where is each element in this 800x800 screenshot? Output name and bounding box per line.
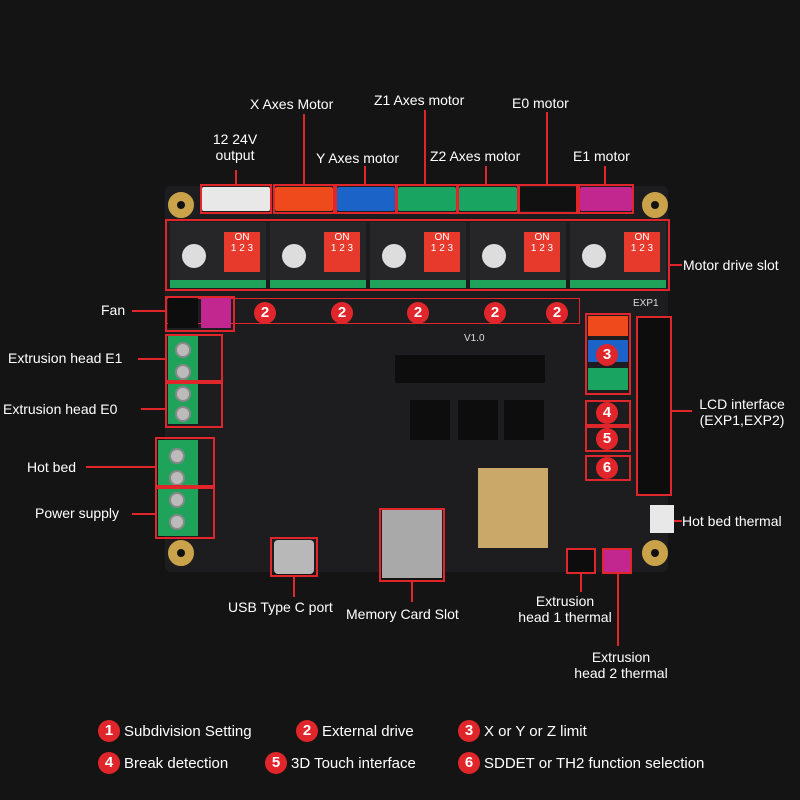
dip-on: ON [534, 232, 550, 243]
y-motor-connector [337, 187, 395, 211]
output-connector [202, 187, 270, 211]
mount-hole [168, 540, 194, 566]
exp1-silk: EXP1 [633, 298, 659, 309]
label-z1-motor: Z1 Axes motor [374, 92, 465, 108]
fan-connector-2 [201, 298, 231, 328]
label-extrusion-e0: Extrusion head E0 [3, 401, 118, 417]
e1-motor-connector [580, 187, 632, 211]
usb-type-c-port [274, 540, 314, 574]
memory-card-slot [382, 510, 442, 578]
label-e1-motor: E1 motor [573, 148, 630, 164]
label-e0-motor: E0 motor [512, 95, 569, 111]
motor-drive-slot [165, 219, 670, 291]
label-hot-bed: Hot bed [27, 459, 77, 475]
label-motor-drive-slot: Motor drive slot [683, 257, 779, 273]
mount-hole [642, 192, 668, 218]
dip-on: ON [334, 232, 350, 243]
dip-nums: 1 2 3 [630, 243, 654, 254]
wifi-module [478, 468, 548, 548]
dip-nums: 1 2 3 [330, 243, 354, 254]
hot-bed-thermal-connector [650, 505, 674, 533]
x-motor-connector [275, 187, 333, 211]
label-extrusion-e1: Extrusion head E1 [8, 350, 123, 366]
lcd-interface [636, 316, 672, 496]
label-usb: USB Type C port [228, 599, 333, 615]
z1-motor-connector [398, 187, 456, 211]
dip-on: ON [434, 232, 450, 243]
z2-motor-connector [459, 187, 517, 211]
label-hot-bed-thermal: Hot bed thermal [682, 513, 782, 529]
board-version: V1.0 [464, 333, 485, 344]
label-lcd: LCD interface(EXP1,EXP2) [699, 396, 785, 428]
chip [395, 355, 545, 383]
fan-connector [168, 298, 198, 328]
label-memory-card: Memory Card Slot [346, 606, 459, 622]
mount-hole [642, 540, 668, 566]
dip-nums: 1 2 3 [230, 243, 254, 254]
label-power-supply: Power supply [35, 505, 120, 521]
dip-nums: 1 2 3 [530, 243, 554, 254]
limit-switch-box [585, 313, 631, 395]
dip-on: ON [634, 232, 650, 243]
label-z2-motor: Z2 Axes motor [430, 148, 521, 164]
label-y-motor: Y Axes motor [316, 150, 400, 166]
mount-hole [168, 192, 194, 218]
label-x-motor: X Axes Motor [250, 96, 334, 112]
dip-on: ON [234, 232, 250, 243]
label-fan: Fan [101, 302, 126, 318]
e0-motor-connector [520, 187, 576, 211]
dip-nums: 1 2 3 [430, 243, 454, 254]
